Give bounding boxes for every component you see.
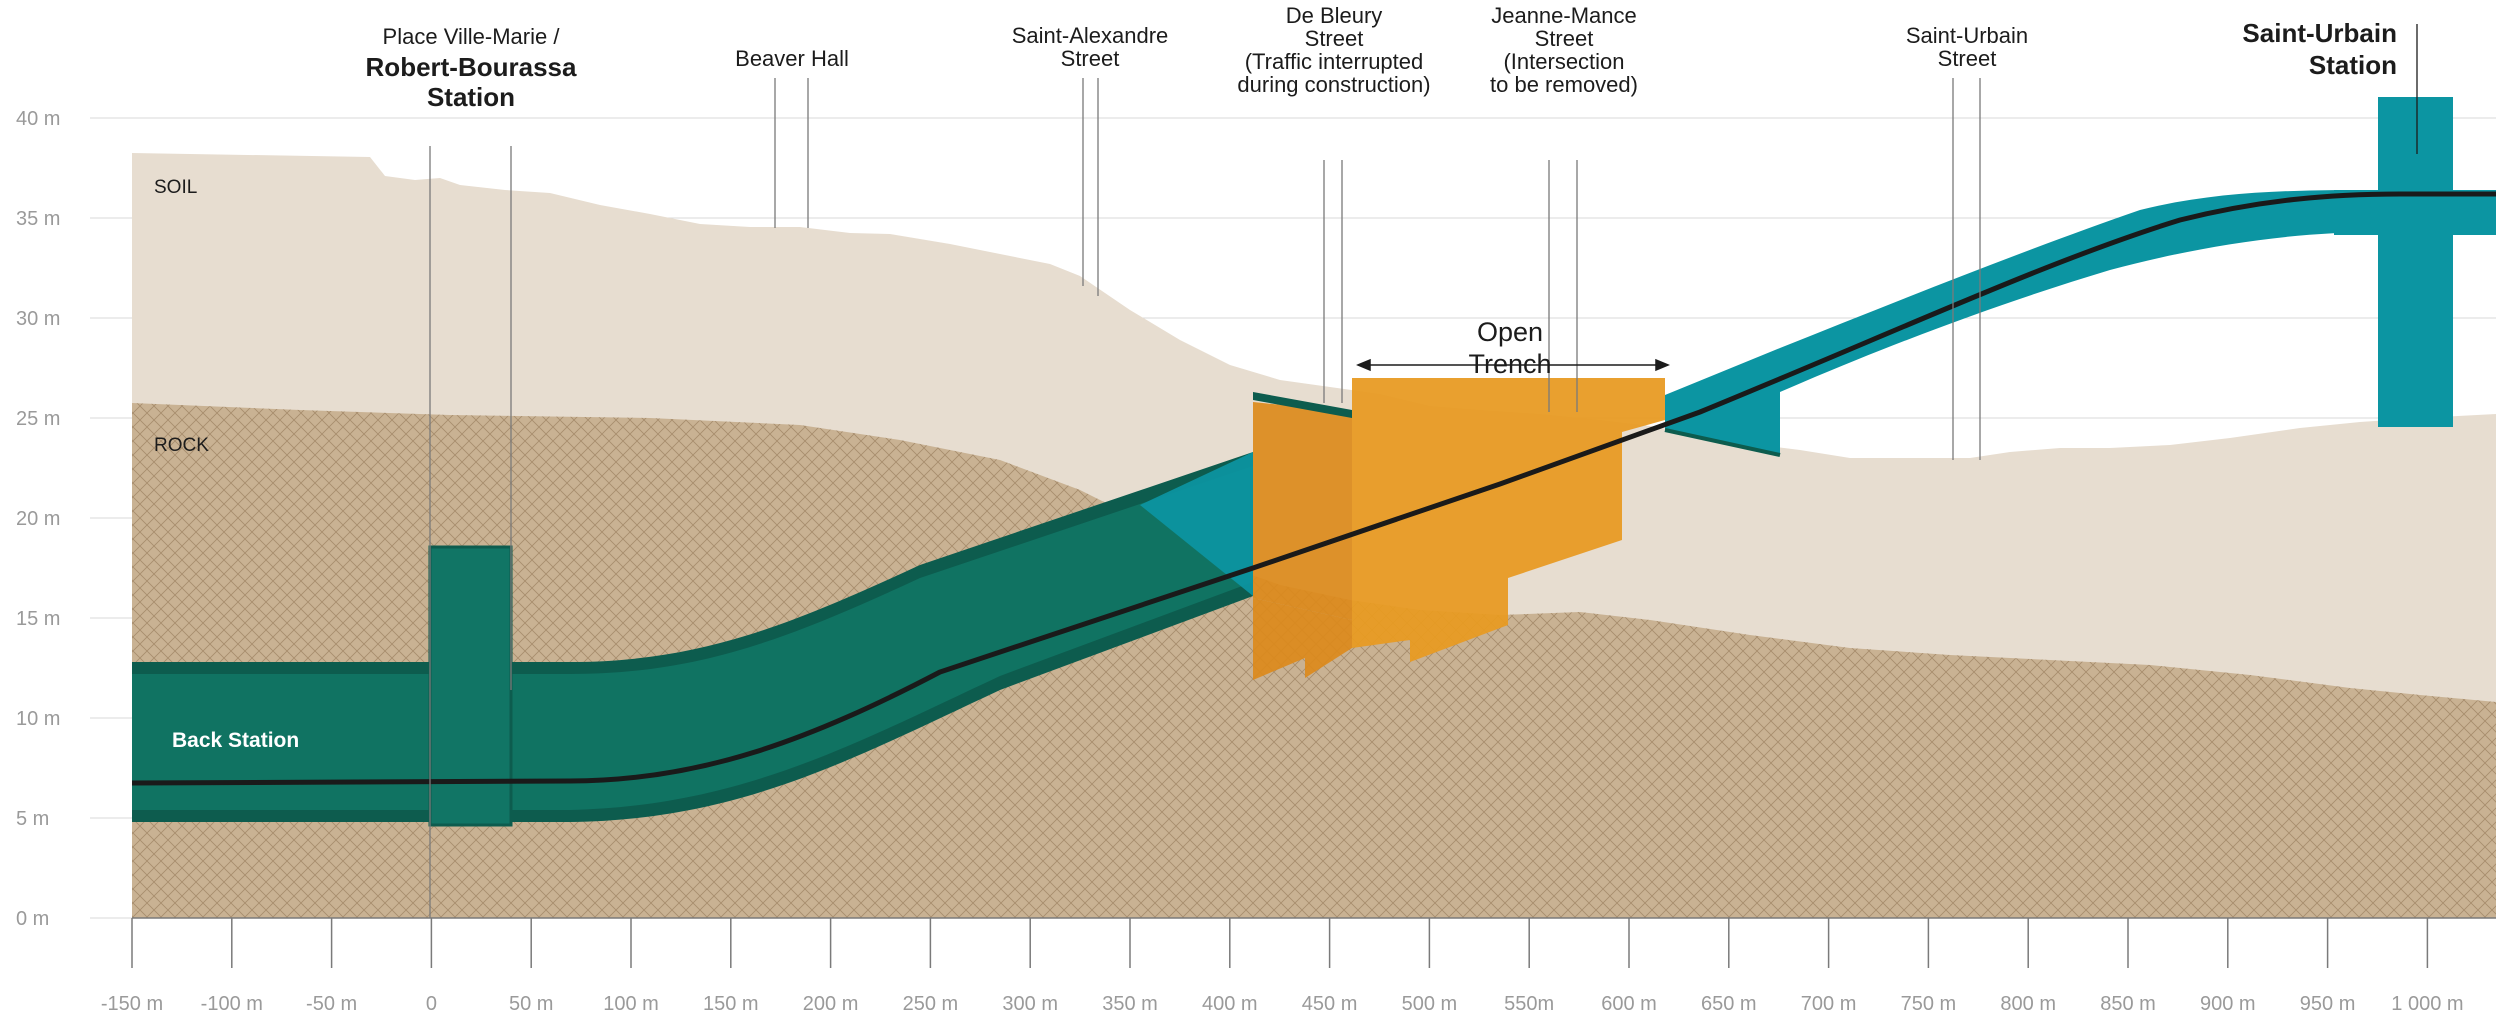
saint-alexandre-label-2: Street xyxy=(1061,46,1120,71)
x-tick-label: 950 m xyxy=(2300,993,2356,1014)
x-tick-label: 750 m xyxy=(1901,993,1957,1014)
y-tick-label: 30 m xyxy=(16,308,60,330)
x-tick-label: 1 000 m xyxy=(2391,993,2463,1014)
x-tick-label: 850 m xyxy=(2100,993,2156,1014)
robert-bourassa-station-word: Station xyxy=(427,82,515,112)
x-tick-label: 400 m xyxy=(1202,993,1258,1014)
jeanne-mance-label-4: to be removed) xyxy=(1490,72,1638,97)
x-tick-label: 100 m xyxy=(603,993,659,1014)
x-tick-label: 600 m xyxy=(1601,993,1657,1014)
open-trench-span-arrow xyxy=(1356,358,1670,372)
trench-arrow-right-head xyxy=(1655,358,1670,372)
de-bleury-label-3: (Traffic interrupted xyxy=(1245,49,1424,74)
open-trench-excavation xyxy=(1253,378,1665,680)
trench-top-strip xyxy=(1253,392,1352,418)
robert-bourassa-station-name: Robert-Bourassa xyxy=(366,52,577,82)
x-tick-label: 650 m xyxy=(1701,993,1757,1014)
saint-urbain-station-shaft xyxy=(2378,97,2453,427)
y-tick-label: 10 m xyxy=(16,708,60,730)
jeanne-mance-label-3: (Intersection xyxy=(1503,49,1624,74)
x-tick-marks xyxy=(131,918,2429,968)
y-tick-label: 15 m xyxy=(16,608,60,630)
y-tick-label: 0 m xyxy=(16,908,49,930)
back-station-label: Back Station xyxy=(172,729,299,752)
open-trench-label-line1: Open xyxy=(1477,317,1543,347)
reference-lines xyxy=(429,24,2418,918)
x-tick-label: 500 m xyxy=(1402,993,1458,1014)
y-tick-label: 25 m xyxy=(16,408,60,430)
y-tick-label: 20 m xyxy=(16,508,60,530)
x-tick-labels: -150 m -100 m -50 m 0 50 m 100 m 150 m 200 m 250… xyxy=(101,993,2464,1014)
tunnel-teal-edge-line xyxy=(1664,428,1781,457)
x-tick-label: -50 m xyxy=(306,993,357,1014)
trench-lower-steps xyxy=(1253,598,1352,680)
jeanne-mance-label-1: Jeanne-Mance xyxy=(1491,3,1637,28)
soil-label: SOIL xyxy=(154,177,197,198)
x-tick-label: 150 m xyxy=(703,993,759,1014)
x-tick-label: -100 m xyxy=(201,993,263,1014)
beaver-hall-label: Beaver Hall xyxy=(735,46,849,71)
x-tick-label: 50 m xyxy=(509,993,553,1014)
x-tick-label: -150 m xyxy=(101,993,163,1014)
x-tick-label: 300 m xyxy=(1002,993,1058,1014)
y-tick-labels: 0 m 5 m 10 m 15 m 20 m 25 m 30 m 35 m 40 m xyxy=(16,108,60,930)
x-tick-label: 550m xyxy=(1504,993,1554,1014)
open-trench-label-line2: Trench xyxy=(1468,349,1551,379)
robert-bourassa-prefix: Place Ville-Marie / xyxy=(383,24,561,49)
jeanne-mance-label-2: Street xyxy=(1535,26,1594,51)
y-tick-label: 5 m xyxy=(16,808,49,830)
x-tick-label: 0 xyxy=(426,993,437,1014)
x-tick-label: 200 m xyxy=(803,993,859,1014)
trench-arrow-left-head xyxy=(1356,358,1371,372)
de-bleury-label-1: De Bleury xyxy=(1286,3,1383,28)
saint-alexandre-label-1: Saint-Alexandre xyxy=(1012,23,1169,48)
y-tick-label: 35 m xyxy=(16,208,60,230)
trench-back-panel xyxy=(1253,402,1352,620)
saint-urbain-station-base xyxy=(2334,190,2496,235)
trench-main-panel xyxy=(1352,378,1665,662)
tunnel-inner-body xyxy=(132,466,1253,810)
rock-label: ROCK xyxy=(154,435,209,456)
saint-urbain-street-label-1: Saint-Urbain xyxy=(1906,23,2028,48)
de-bleury-label-2: Street xyxy=(1305,26,1364,51)
x-tick-label: 800 m xyxy=(2000,993,2056,1014)
de-bleury-label-4: during construction) xyxy=(1237,72,1430,97)
x-axis xyxy=(131,917,2496,968)
saint-urbain-station-word: Station xyxy=(2309,50,2397,80)
x-tick-label: 350 m xyxy=(1102,993,1158,1014)
x-tick-label: 450 m xyxy=(1302,993,1358,1014)
track-alignment xyxy=(131,191,2496,786)
x-tick-label: 700 m xyxy=(1801,993,1857,1014)
x-tick-label: 900 m xyxy=(2200,993,2256,1014)
saint-urbain-station-name: Saint-Urbain xyxy=(2242,18,2397,48)
x-tick-label: 250 m xyxy=(903,993,959,1014)
y-tick-label: 40 m xyxy=(16,108,60,130)
tunnel-transition-teal xyxy=(1140,452,1253,596)
saint-urbain-street-label-2: Street xyxy=(1938,46,1997,71)
